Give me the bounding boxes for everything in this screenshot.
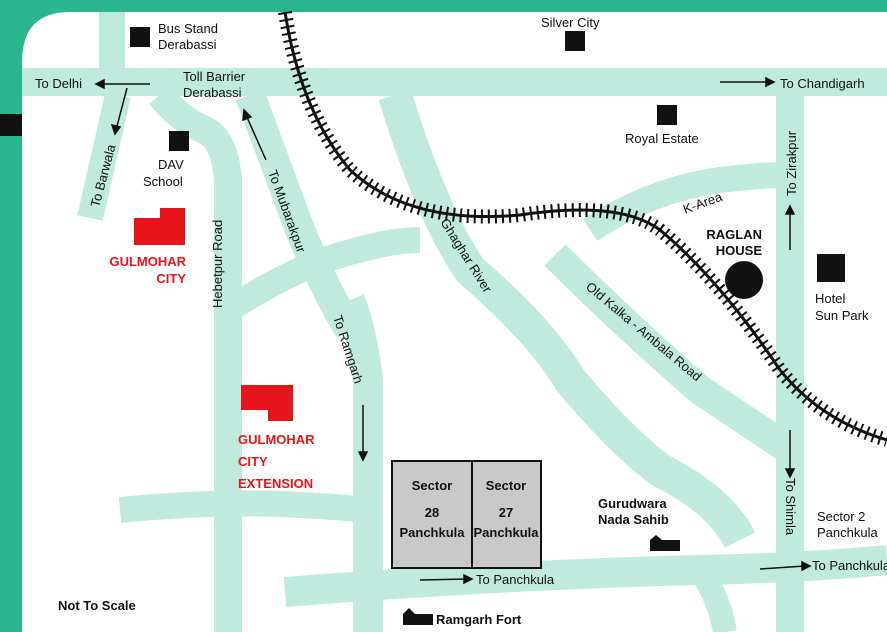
road-link — [220, 227, 421, 321]
fort-icon — [403, 608, 433, 625]
to-panchkula-bottom-label: To Panchkula — [476, 572, 555, 587]
road-hebetpur — [149, 86, 242, 632]
sector-28-area: Panchkula — [399, 525, 465, 540]
silver-city-label: Silver City — [541, 15, 600, 30]
gulmohar-city-block — [134, 208, 185, 245]
gurudwara-label-1: Gurudwara — [598, 496, 667, 511]
raglan-house-label-1: RAGLAN — [706, 227, 762, 242]
gulmohar-city-extension-block — [241, 385, 293, 421]
to-shimla-label: To Shimla — [783, 478, 798, 536]
sector-27-label: Sector — [486, 478, 526, 493]
ramgarh-fort-label: Ramgarh Fort — [436, 612, 522, 627]
hotel-sun-park-marker — [817, 254, 845, 282]
sector2-label-1: Sector 2 — [817, 509, 865, 524]
sector-28-number: 28 — [425, 505, 439, 520]
sector-27-number: 27 — [499, 505, 513, 520]
landmark-markers — [130, 27, 845, 625]
hotel-sun-park-label-1: Hotel — [815, 291, 845, 306]
road-ramgarh — [335, 294, 383, 632]
road-panchkula — [283, 545, 887, 607]
dav-school-marker — [169, 131, 189, 151]
gulmohar-city-label-1: GULMOHAR — [109, 254, 186, 269]
royal-estate-label: Royal Estate — [625, 131, 699, 146]
to-zirakpur-label: To Zirakpur — [784, 130, 799, 196]
sector2-label-2: Panchkula — [817, 525, 878, 540]
road-network — [22, 12, 887, 632]
dav-school-label-1: DAV — [158, 157, 184, 172]
direction-arrows — [94, 76, 812, 585]
sector-27-block — [471, 460, 542, 569]
bus-stand-label-2: Derabassi — [158, 37, 217, 52]
gurudwara-icon — [650, 535, 680, 551]
side-tab-marker — [0, 114, 24, 136]
hebetpur-road-label: Hebetpur Road — [210, 220, 225, 308]
to-chandigarh-label: To Chandigarh — [780, 76, 865, 91]
raglan-house-marker — [725, 261, 763, 299]
raglan-house-label-2: HOUSE — [716, 243, 763, 258]
bus-stand-label-1: Bus Stand — [158, 21, 218, 36]
silver-city-marker — [565, 31, 585, 51]
road-bottom-left — [118, 490, 370, 523]
toll-barrier-label-2: Derabassi — [183, 85, 242, 100]
sector-27-area: Panchkula — [473, 525, 539, 540]
to-panchkula-right-label: To Panchkula — [812, 558, 887, 573]
gulmohar-ext-label-2: CITY — [238, 454, 268, 469]
hotel-sun-park-label-2: Sun Park — [815, 308, 869, 323]
road-barwala — [77, 92, 131, 221]
royal-estate-marker — [657, 105, 677, 125]
toll-barrier-label-1: Toll Barrier — [183, 69, 246, 84]
railway-line — [278, 10, 887, 447]
dav-school-label-2: School — [143, 174, 183, 189]
gurudwara-label-2: Nada Sahib — [598, 512, 669, 527]
not-to-scale-note: Not To Scale — [58, 598, 136, 613]
sector-blocks: Sector 28 Panchkula Sector 27 Panchkula — [391, 460, 542, 569]
road-fort — [689, 563, 737, 632]
gulmohar-ext-label-1: GULMOHAR — [238, 432, 315, 447]
bus-stand-marker — [130, 27, 150, 47]
sector-28-label: Sector — [412, 478, 452, 493]
to-delhi-label: To Delhi — [35, 76, 82, 91]
gulmohar-city-label-2: CITY — [156, 271, 186, 286]
gulmohar-ext-label-3: EXTENSION — [238, 476, 313, 491]
road-old-kalka-ambala — [544, 244, 799, 463]
